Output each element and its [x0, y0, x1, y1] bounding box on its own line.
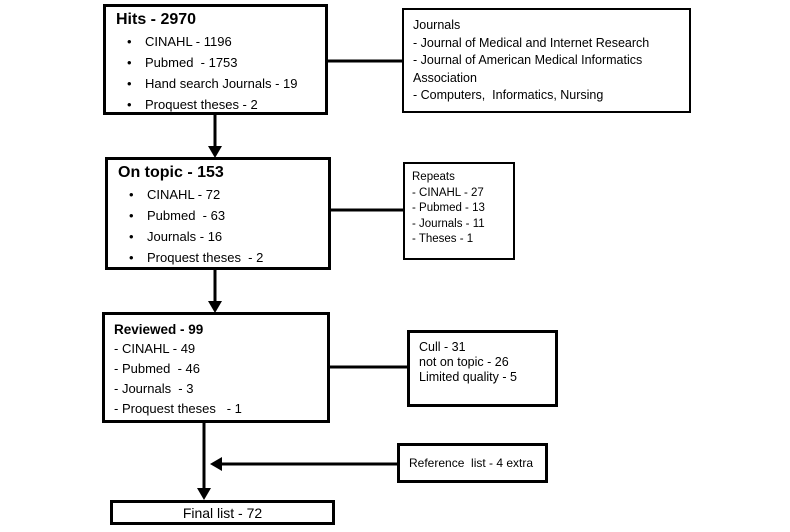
bullet-icon: •	[127, 97, 132, 112]
list-item-text: Pubmed - 1753	[145, 55, 238, 70]
repeats-title: Repeats	[412, 171, 455, 183]
cull-line: Limited quality - 5	[419, 370, 517, 384]
on-topic-title: On topic - 153	[118, 164, 224, 181]
bullet-icon: •	[127, 76, 132, 91]
cull-line: not on topic - 26	[419, 355, 509, 369]
box-on-topic: On topic - 153 • CINAHL - 72 • Pubmed - 63…	[105, 157, 331, 270]
list-item-text: Hand search Journals - 19	[145, 76, 298, 91]
box-reference-list: Reference list - 4 extra	[397, 443, 548, 483]
list-item: • Hand search Journals - 19	[114, 73, 317, 94]
list-item: • Proquest theses - 2	[114, 94, 317, 115]
reviewed-line: - Journals - 3	[114, 381, 194, 396]
box-final-list: Final list - 72	[110, 500, 335, 525]
hits-list: • CINAHL - 1196 • Pubmed - 1753 • Hand sear…	[114, 31, 317, 115]
repeats-line: - Journals - 11	[412, 217, 485, 230]
arrow-hits-ontopic	[208, 115, 222, 158]
reference-list-label: Reference list - 4 extra	[409, 456, 534, 470]
reviewed-line: - Pubmed - 46	[114, 361, 200, 376]
box-hits: Hits - 2970 • CINAHL - 1196 • Pubmed - 175…	[103, 4, 328, 115]
cull-line: Cull - 31	[419, 340, 466, 354]
bullet-icon: •	[129, 187, 134, 202]
bullet-icon: •	[127, 34, 132, 49]
list-item-text: CINAHL - 1196	[145, 34, 232, 49]
hits-title: Hits - 2970	[116, 11, 197, 28]
list-item: • Pubmed - 63	[116, 205, 320, 226]
list-item: • CINAHL - 72	[116, 184, 320, 205]
reviewed-line: - Proquest theses - 1	[114, 401, 242, 416]
final-list-label: Final list - 72	[182, 504, 263, 521]
box-reviewed: Reviewed - 99 - CINAHL - 49 - Pubmed - 4…	[102, 312, 330, 423]
journals-line: - Computers, Informatics, Nursing	[413, 88, 604, 102]
box-journals: Journals - Journal of Medical and Intern…	[402, 8, 691, 113]
list-item: • Pubmed - 1753	[114, 52, 317, 73]
bullet-icon: •	[129, 250, 134, 265]
list-item: • Proquest theses - 2	[116, 247, 320, 268]
bullet-icon: •	[129, 229, 134, 244]
list-item-text: Journals - 16	[147, 229, 223, 244]
on-topic-list: • CINAHL - 72 • Pubmed - 63 • Journals - 16…	[116, 184, 320, 268]
list-item-text: Proquest theses - 2	[145, 97, 258, 112]
bullet-icon: •	[129, 208, 134, 223]
box-cull: Cull - 31 not on topic - 26 Limited qual…	[407, 330, 558, 407]
journals-line: - Journal of Medical and Internet Resear…	[413, 35, 650, 50]
list-item-text: CINAHL - 72	[147, 187, 221, 202]
reviewed-line: - CINAHL - 49	[114, 341, 196, 356]
list-item-text: Pubmed - 63	[147, 208, 226, 223]
bullet-icon: •	[127, 55, 132, 70]
arrow-ontopic-reviewed	[208, 270, 222, 313]
list-item: • Journals - 16	[116, 226, 320, 247]
repeats-line: - Theses - 1	[412, 233, 474, 245]
arrow-reference-into-flow	[210, 457, 397, 471]
box-repeats: Repeats - CINAHL - 27 - Pubmed - 13 - Jo…	[403, 162, 515, 260]
reviewed-title: Reviewed - 99	[114, 322, 204, 337]
list-item: • CINAHL - 1196	[114, 31, 317, 52]
arrow-reviewed-final	[197, 423, 211, 500]
list-item-text: Proquest theses - 2	[147, 250, 264, 265]
repeats-line: - CINAHL - 27	[412, 186, 484, 199]
repeats-line: - Pubmed - 13	[412, 202, 485, 214]
journals-title: Journals	[413, 18, 461, 32]
journals-line: - Journal of American Medical Informatic…	[413, 53, 646, 85]
